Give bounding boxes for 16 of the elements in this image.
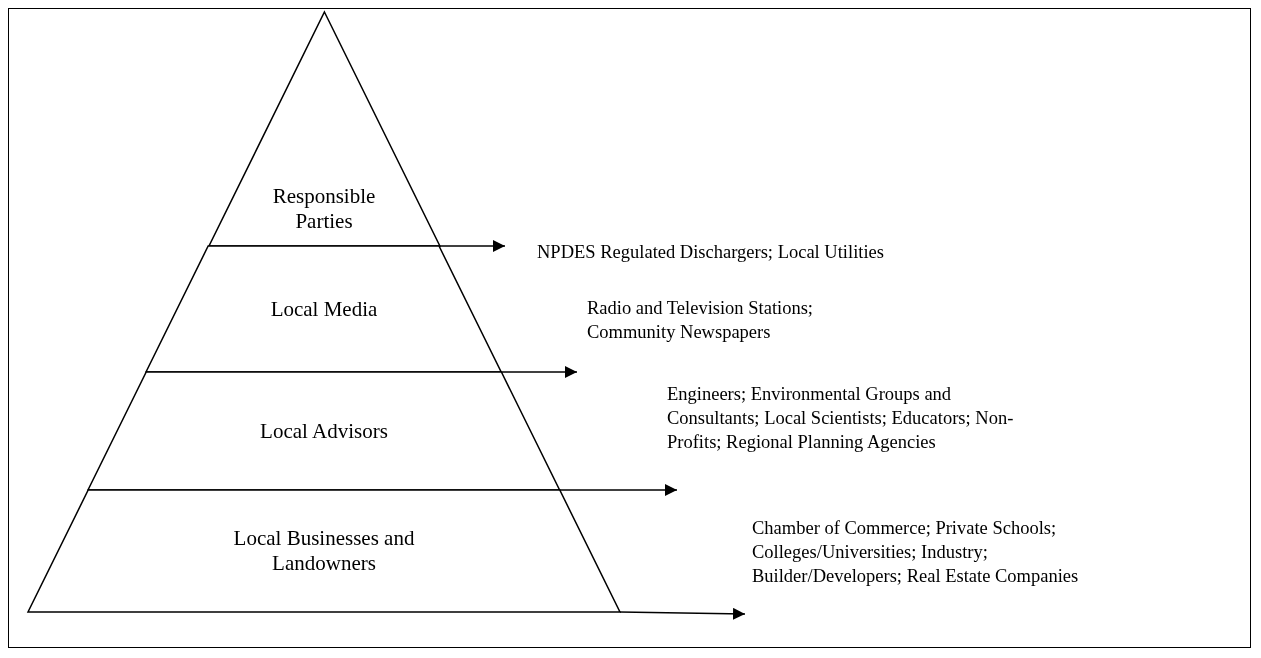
stakeholder-list: Engineers; Environmental Groups and Consultants; Local Scientists; Educators; Non-Profits; Regional Planning Agencies [667,382,1019,455]
arrow [619,607,746,620]
tier-label: Local Media [270,296,378,322]
stakeholder-list: Radio and Television Stations; Community Newspapers [587,296,867,345]
pyramid-tier [208,12,440,246]
pyramid-tier [88,372,560,490]
tier-label: Local Businesses and Landowners [232,526,416,576]
tier-label: Local Advisors [260,418,388,444]
tier-label: Responsible Parties [271,184,377,234]
arrow [438,240,506,252]
stakeholder-list: NPDES Regulated Dischargers; Local Utilities [537,240,922,265]
stakeholder-list: Chamber of Commerce; Private Schools; Colleges/Universities; Industry; Builder/Developers; Real Estate Companies [752,516,1100,589]
pyramid-tier [28,490,620,612]
arrow [500,366,578,378]
arrow [559,484,678,496]
pyramid-tier [146,246,502,372]
